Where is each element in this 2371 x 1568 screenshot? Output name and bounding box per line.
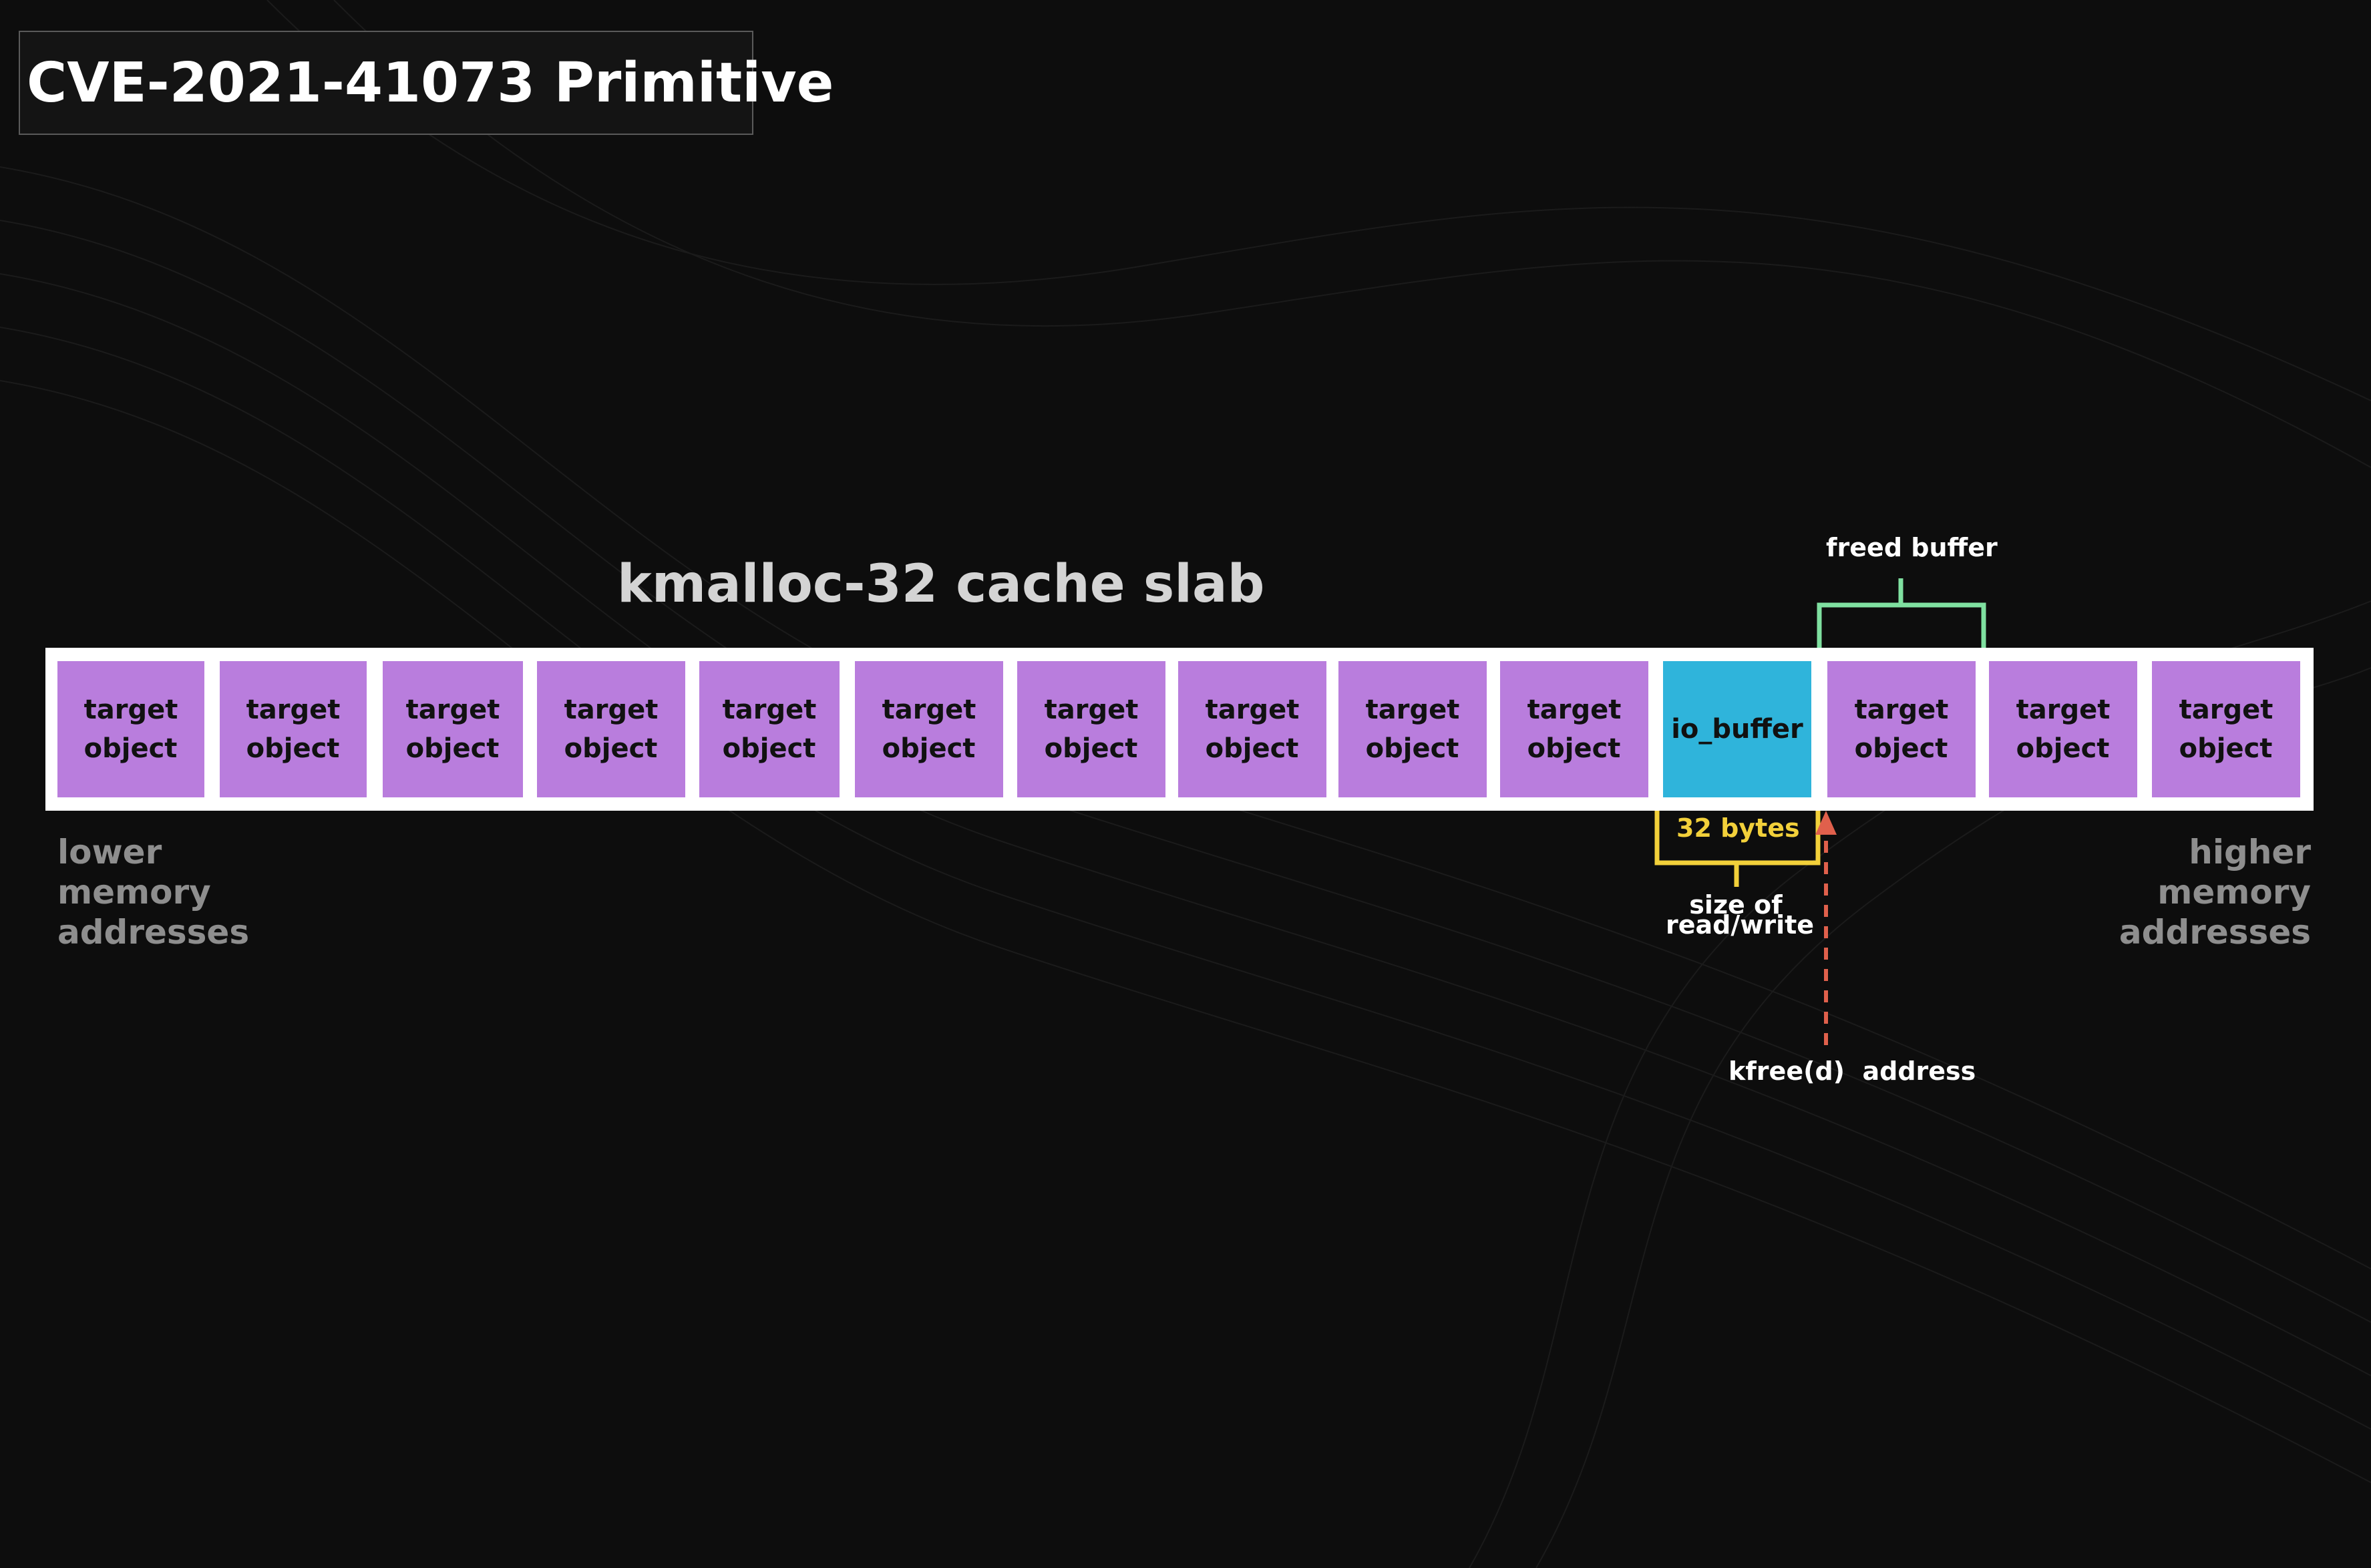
freed-buffer-label: freed buffer	[1826, 533, 1998, 562]
cell-line: object	[1044, 733, 1138, 764]
cell-line: object	[1854, 733, 1948, 764]
higher-memory-label: higher memory addresses	[2111, 832, 2311, 952]
cell-line: object	[1527, 733, 1621, 764]
label-line: higher	[2189, 833, 2311, 871]
cell-line: target	[405, 695, 500, 725]
cell-line: object	[2016, 733, 2110, 764]
cell-line: target	[2179, 695, 2273, 725]
cell-line: object	[564, 733, 658, 764]
cell-line: target	[2016, 695, 2111, 725]
bytes-label: 32 bytes	[1676, 813, 1800, 843]
target-object-cell: target object	[1989, 661, 2137, 797]
target-object-cell: target object	[1017, 661, 1165, 797]
target-object-cell: target object	[1500, 661, 1648, 797]
label-line: lower	[57, 833, 162, 871]
cell-line: target	[1365, 695, 1460, 725]
target-object-cell: target object	[383, 661, 523, 797]
target-object-cell: target object	[1338, 661, 1487, 797]
label-line: memory	[2157, 873, 2311, 912]
cell-line: object	[722, 733, 816, 764]
cell-line: object	[2179, 733, 2273, 764]
io-buffer-cell: io_buffer	[1663, 661, 1811, 797]
cell-line: object	[246, 733, 340, 764]
cell-line: object	[405, 733, 500, 764]
cell-line: target	[722, 695, 817, 725]
kfree-address-label: kfree(d) address	[1728, 1056, 1976, 1086]
target-object-cell: target object	[2152, 661, 2300, 797]
target-object-cell: target object	[537, 661, 685, 797]
cell-line: target	[83, 695, 178, 725]
freed-target-object-cell: target object	[1827, 661, 1976, 797]
size-label-line: read/write	[1666, 910, 1815, 940]
label-line: memory	[57, 873, 211, 912]
target-object-cell: target object	[699, 661, 840, 797]
cell-line: object	[1205, 733, 1299, 764]
cell-line: target	[246, 695, 341, 725]
cell-line: target	[1527, 695, 1622, 725]
target-object-cell: target object	[855, 661, 1003, 797]
size-of-label: size of read/write	[1666, 890, 1815, 940]
cell-line: object	[1365, 733, 1459, 764]
lower-memory-label: lower memory addresses	[57, 832, 249, 952]
cell-line: target	[1854, 695, 1949, 725]
cell-line: target	[1044, 695, 1139, 725]
target-object-cell: target object	[1178, 661, 1326, 797]
target-object-cell: target object	[57, 661, 204, 797]
diagram-title: CVE-2021-41073 Primitive	[27, 51, 834, 115]
label-line: addresses	[57, 913, 250, 952]
target-object-cell: target object	[220, 661, 367, 797]
slab-container: target object target object target object t…	[45, 648, 2314, 811]
label-line: addresses	[2119, 913, 2311, 952]
title-box: CVE-2021-41073 Primitive	[19, 31, 834, 135]
cell-line: target	[882, 695, 976, 725]
cell-line: io_buffer	[1671, 714, 1803, 745]
cell-line: object	[83, 733, 178, 764]
cell-line: target	[1205, 695, 1300, 725]
cell-line: target	[564, 695, 659, 725]
slab-label: kmalloc-32 cache slab	[617, 554, 1265, 614]
cell-line: object	[882, 733, 976, 764]
size-label-line: size of	[1689, 890, 1783, 920]
